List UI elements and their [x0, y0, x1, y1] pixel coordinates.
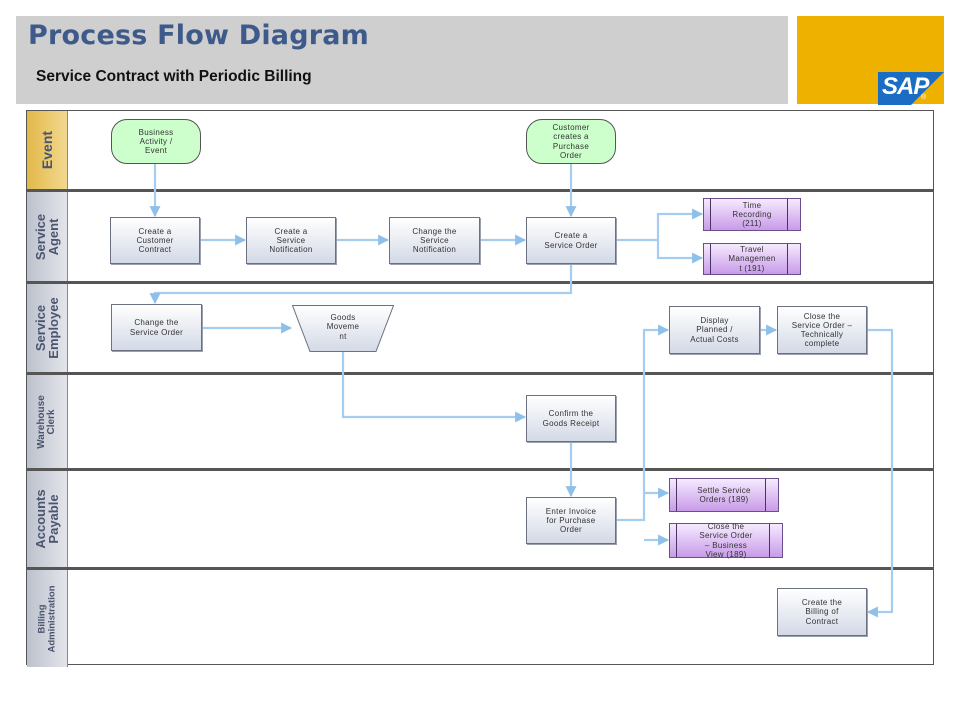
close-order-business-view-subprocess: Close the Service Order – Business View …	[669, 522, 783, 559]
lane-label-accounts-payable: Accounts Payable	[27, 471, 68, 567]
lane-label-event: Event	[27, 111, 68, 189]
lane-warehouse-clerk: Warehouse Clerk	[27, 372, 933, 468]
goods-movement-shape	[292, 305, 394, 352]
change-service-order-task: Change the Service Order	[111, 304, 202, 351]
lane-event: Event	[27, 111, 933, 189]
process-flow-diagram: Event Service Agent Service Employee War…	[26, 110, 934, 667]
change-service-notification-task: Change the Service Notification	[389, 217, 480, 264]
lane-service-agent-label: Service Agent	[33, 213, 61, 260]
display-planned-actual-costs-task: Display Planned / Actual Costs	[669, 306, 760, 354]
enter-invoice-task: Enter Invoice for Purchase Order	[526, 497, 616, 544]
lane-billing-administration-label: Billing Administration	[36, 584, 58, 653]
close-order-technically-task: Close the Service Order – Technically co…	[777, 306, 867, 354]
time-recording-subprocess: Time Recording (211)	[703, 198, 801, 231]
lane-accounts-payable-label: Accounts Payable	[33, 489, 61, 549]
sap-logo	[878, 72, 944, 105]
customer-purchase-order-event: Customer creates a Purchase Order	[526, 119, 616, 164]
create-service-notification-task: Create a Service Notification	[246, 217, 336, 264]
lane-accounts-payable: Accounts Payable	[27, 468, 933, 567]
travel-management-subprocess: Travel Managemen t (191)	[703, 243, 801, 275]
business-activity-event: Business Activity / Event	[111, 119, 201, 164]
lane-warehouse-clerk-label: Warehouse Clerk	[36, 394, 57, 449]
create-customer-contract-task: Create a Customer Contract	[110, 217, 200, 264]
create-billing-of-contract-task: Create the Billing of Contract	[777, 588, 867, 636]
confirm-goods-receipt-task: Confirm the Goods Receipt	[526, 395, 616, 442]
lane-service-employee-label: Service Employee	[33, 297, 61, 359]
lane-label-warehouse-clerk: Warehouse Clerk	[27, 375, 68, 468]
sap-registered-mark: ®	[921, 94, 927, 101]
lane-service-agent: Service Agent	[27, 189, 933, 281]
header-banner: Process Flow Diagram Service Contract wi…	[16, 16, 788, 104]
page-title: Process Flow Diagram	[28, 20, 369, 51]
create-service-order-task: Create a Service Order	[526, 217, 616, 264]
goods-movement-label: Goods Moveme nt	[326, 313, 360, 341]
lane-billing-administration: Billing Administration	[27, 567, 933, 667]
page-subtitle: Service Contract with Periodic Billing	[36, 68, 312, 85]
lane-event-label: Event	[39, 130, 55, 170]
settle-service-orders-subprocess: Settle Service Orders (189)	[669, 478, 779, 512]
sap-logo-text: SAP	[882, 73, 929, 100]
lane-label-service-agent: Service Agent	[27, 192, 68, 281]
lane-label-service-employee: Service Employee	[27, 284, 68, 372]
lane-label-billing-administration: Billing Administration	[27, 570, 68, 667]
